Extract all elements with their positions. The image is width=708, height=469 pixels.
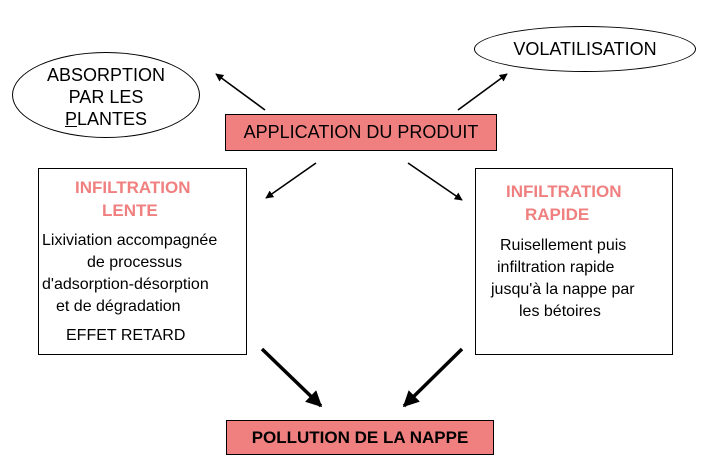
fast-body-line-2: infiltration rapide xyxy=(497,259,615,276)
application-label: APPLICATION DU PRODUIT xyxy=(243,122,479,142)
slow-infiltration-box xyxy=(38,168,247,355)
slow-body-line-2: de processus xyxy=(87,254,183,271)
arrow-to-fast-infiltration xyxy=(407,162,463,201)
arrow-fast-to-pollution xyxy=(402,347,464,408)
fast-infiltration-box xyxy=(475,168,673,355)
slow-body-line-4: et de dégradation xyxy=(56,298,181,315)
absorption-line-3-rest: LANTES xyxy=(76,109,148,129)
slow-infiltration-title-1: INFILTRATION xyxy=(75,178,191,197)
fast-infiltration-title-1: INFILTRATION xyxy=(506,182,622,201)
pollution-box: POLLUTION DE LA NAPPE xyxy=(226,420,494,455)
slow-body-line-1: Lixiviation accompagnée xyxy=(42,232,218,249)
arrow-to-volatilisation xyxy=(457,73,508,111)
volatilisation-ellipse xyxy=(474,26,696,72)
absorption-line-3: PLANTES xyxy=(12,108,200,130)
absorption-ellipse xyxy=(12,52,200,138)
slow-infiltration-title-2: LENTE xyxy=(102,201,158,220)
application-box: APPLICATION DU PRODUIT xyxy=(225,114,497,151)
fast-body-line-4: les bétoires xyxy=(519,303,601,320)
fast-body-line-3: jusqu'à la nappe par xyxy=(491,281,635,298)
arrow-slow-to-pollution xyxy=(260,347,323,408)
volatilisation-label: VOLATILISATION xyxy=(513,39,657,59)
absorption-label: ABSORPTION PAR LES PLANTES xyxy=(12,64,200,130)
absorption-underlined-letter: P xyxy=(64,109,77,129)
slow-body-line-3: d'adsorption-désorption xyxy=(42,276,209,293)
slow-effect-label: EFFET RETARD xyxy=(66,327,186,344)
arrow-to-slow-infiltration xyxy=(265,162,317,199)
absorption-line-1: ABSORPTION xyxy=(46,65,166,85)
arrow-to-absorption xyxy=(215,73,266,111)
fast-infiltration-title-2: RAPIDE xyxy=(525,205,590,224)
fast-body-line-1: Ruisellement puis xyxy=(500,237,627,254)
absorption-line-2: PAR LES xyxy=(68,87,144,107)
pollution-label: POLLUTION DE LA NAPPE xyxy=(251,427,469,447)
